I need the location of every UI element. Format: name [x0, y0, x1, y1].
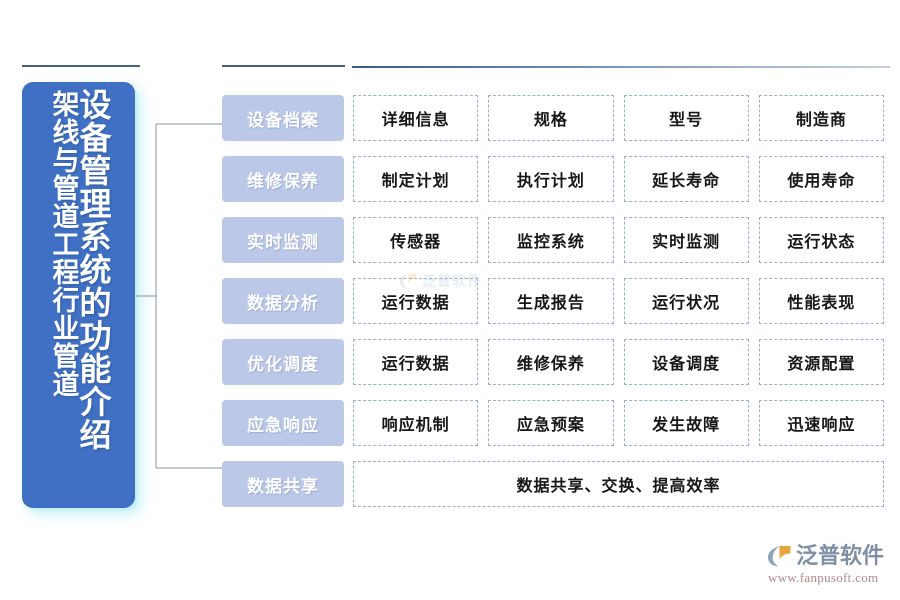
title-top-rule — [22, 65, 140, 67]
item-box[interactable]: 执行计划 — [488, 156, 614, 202]
category-box[interactable]: 实时监测 — [222, 217, 344, 263]
row-items: 运行数据 生成报告 运行状况 性能表现 — [353, 278, 884, 324]
logo-top-row: 泛普软件 — [766, 543, 892, 569]
row-items: 运行数据 维修保养 设备调度 资源配置 — [353, 339, 884, 385]
table-row: 优化调度 运行数据 维修保养 设备调度 资源配置 — [222, 339, 884, 385]
item-box[interactable]: 响应机制 — [353, 400, 479, 446]
category-box[interactable]: 设备档案 — [222, 95, 344, 141]
table-row: 设备档案 详细信息 规格 型号 制造商 — [222, 95, 884, 141]
category-box[interactable]: 数据共享 — [222, 461, 344, 507]
row-items: 制定计划 执行计划 延长寿命 使用寿命 — [353, 156, 884, 202]
item-box[interactable]: 制造商 — [758, 95, 884, 141]
table-row: 实时监测 传感器 监控系统 实时监测 运行状态 — [222, 217, 884, 263]
table-row: 维修保养 制定计划 执行计划 延长寿命 使用寿命 — [222, 156, 884, 202]
item-box[interactable]: 规格 — [488, 95, 614, 141]
category-box[interactable]: 维修保养 — [222, 156, 344, 202]
item-box[interactable]: 性能表现 — [758, 278, 884, 324]
item-box[interactable]: 数据共享、交换、提高效率 — [353, 461, 884, 507]
item-box[interactable]: 实时监测 — [623, 217, 749, 263]
row-items: 详细信息 规格 型号 制造商 — [353, 95, 884, 141]
category-top-rule — [222, 65, 345, 67]
category-box[interactable]: 优化调度 — [222, 339, 344, 385]
category-box[interactable]: 应急响应 — [222, 400, 344, 446]
item-box[interactable]: 应急预案 — [488, 400, 614, 446]
item-box[interactable]: 详细信息 — [353, 95, 479, 141]
row-items: 传感器 监控系统 实时监测 运行状态 — [353, 217, 884, 263]
logo-url: www.fanpusoft.com — [768, 570, 879, 585]
row-items: 数据共享、交换、提高效率 — [353, 461, 884, 507]
row-items: 响应机制 应急预案 发生故障 迅速响应 — [353, 400, 884, 446]
item-box[interactable]: 延长寿命 — [623, 156, 749, 202]
logo-name: 泛普软件 — [796, 543, 885, 568]
category-box[interactable]: 数据分析 — [222, 278, 344, 324]
item-box[interactable]: 迅速响应 — [758, 400, 884, 446]
item-box[interactable]: 运行状况 — [623, 278, 749, 324]
fanpu-logo-icon — [768, 546, 791, 567]
item-box[interactable]: 生成报告 — [488, 278, 614, 324]
item-box[interactable]: 使用寿命 — [758, 156, 884, 202]
table-row: 数据分析 运行数据 生成报告 运行状况 性能表现 — [222, 278, 884, 324]
item-box[interactable]: 资源配置 — [758, 339, 884, 385]
brand-logo: 泛普软件 www.fanpusoft.com — [766, 543, 892, 587]
item-box[interactable]: 运行状态 — [758, 217, 884, 263]
item-box[interactable]: 运行数据 — [353, 339, 479, 385]
item-box[interactable]: 运行数据 — [353, 278, 479, 324]
bracket-connector — [136, 123, 224, 469]
table-row: 数据共享 数据共享、交换、提高效率 — [222, 461, 884, 507]
table-row: 应急响应 响应机制 应急预案 发生故障 迅速响应 — [222, 400, 884, 446]
item-box[interactable]: 型号 — [623, 95, 749, 141]
item-box[interactable]: 发生故障 — [623, 400, 749, 446]
content-top-rule — [352, 66, 890, 68]
title-panel: 设备管理系统的功能介绍 架线与管道工程行业管道 — [22, 82, 135, 508]
item-box[interactable]: 维修保养 — [488, 339, 614, 385]
page-title: 设备管理系统的功能介绍 — [75, 88, 112, 451]
page-subtitle: 架线与管道工程行业管道 — [48, 90, 79, 398]
item-box[interactable]: 设备调度 — [623, 339, 749, 385]
rows-container: 设备档案 详细信息 规格 型号 制造商 维修保养 制定计划 执行计划 延长寿命 … — [222, 95, 884, 507]
item-box[interactable]: 传感器 — [353, 217, 479, 263]
item-box[interactable]: 制定计划 — [353, 156, 479, 202]
item-box[interactable]: 监控系统 — [488, 217, 614, 263]
